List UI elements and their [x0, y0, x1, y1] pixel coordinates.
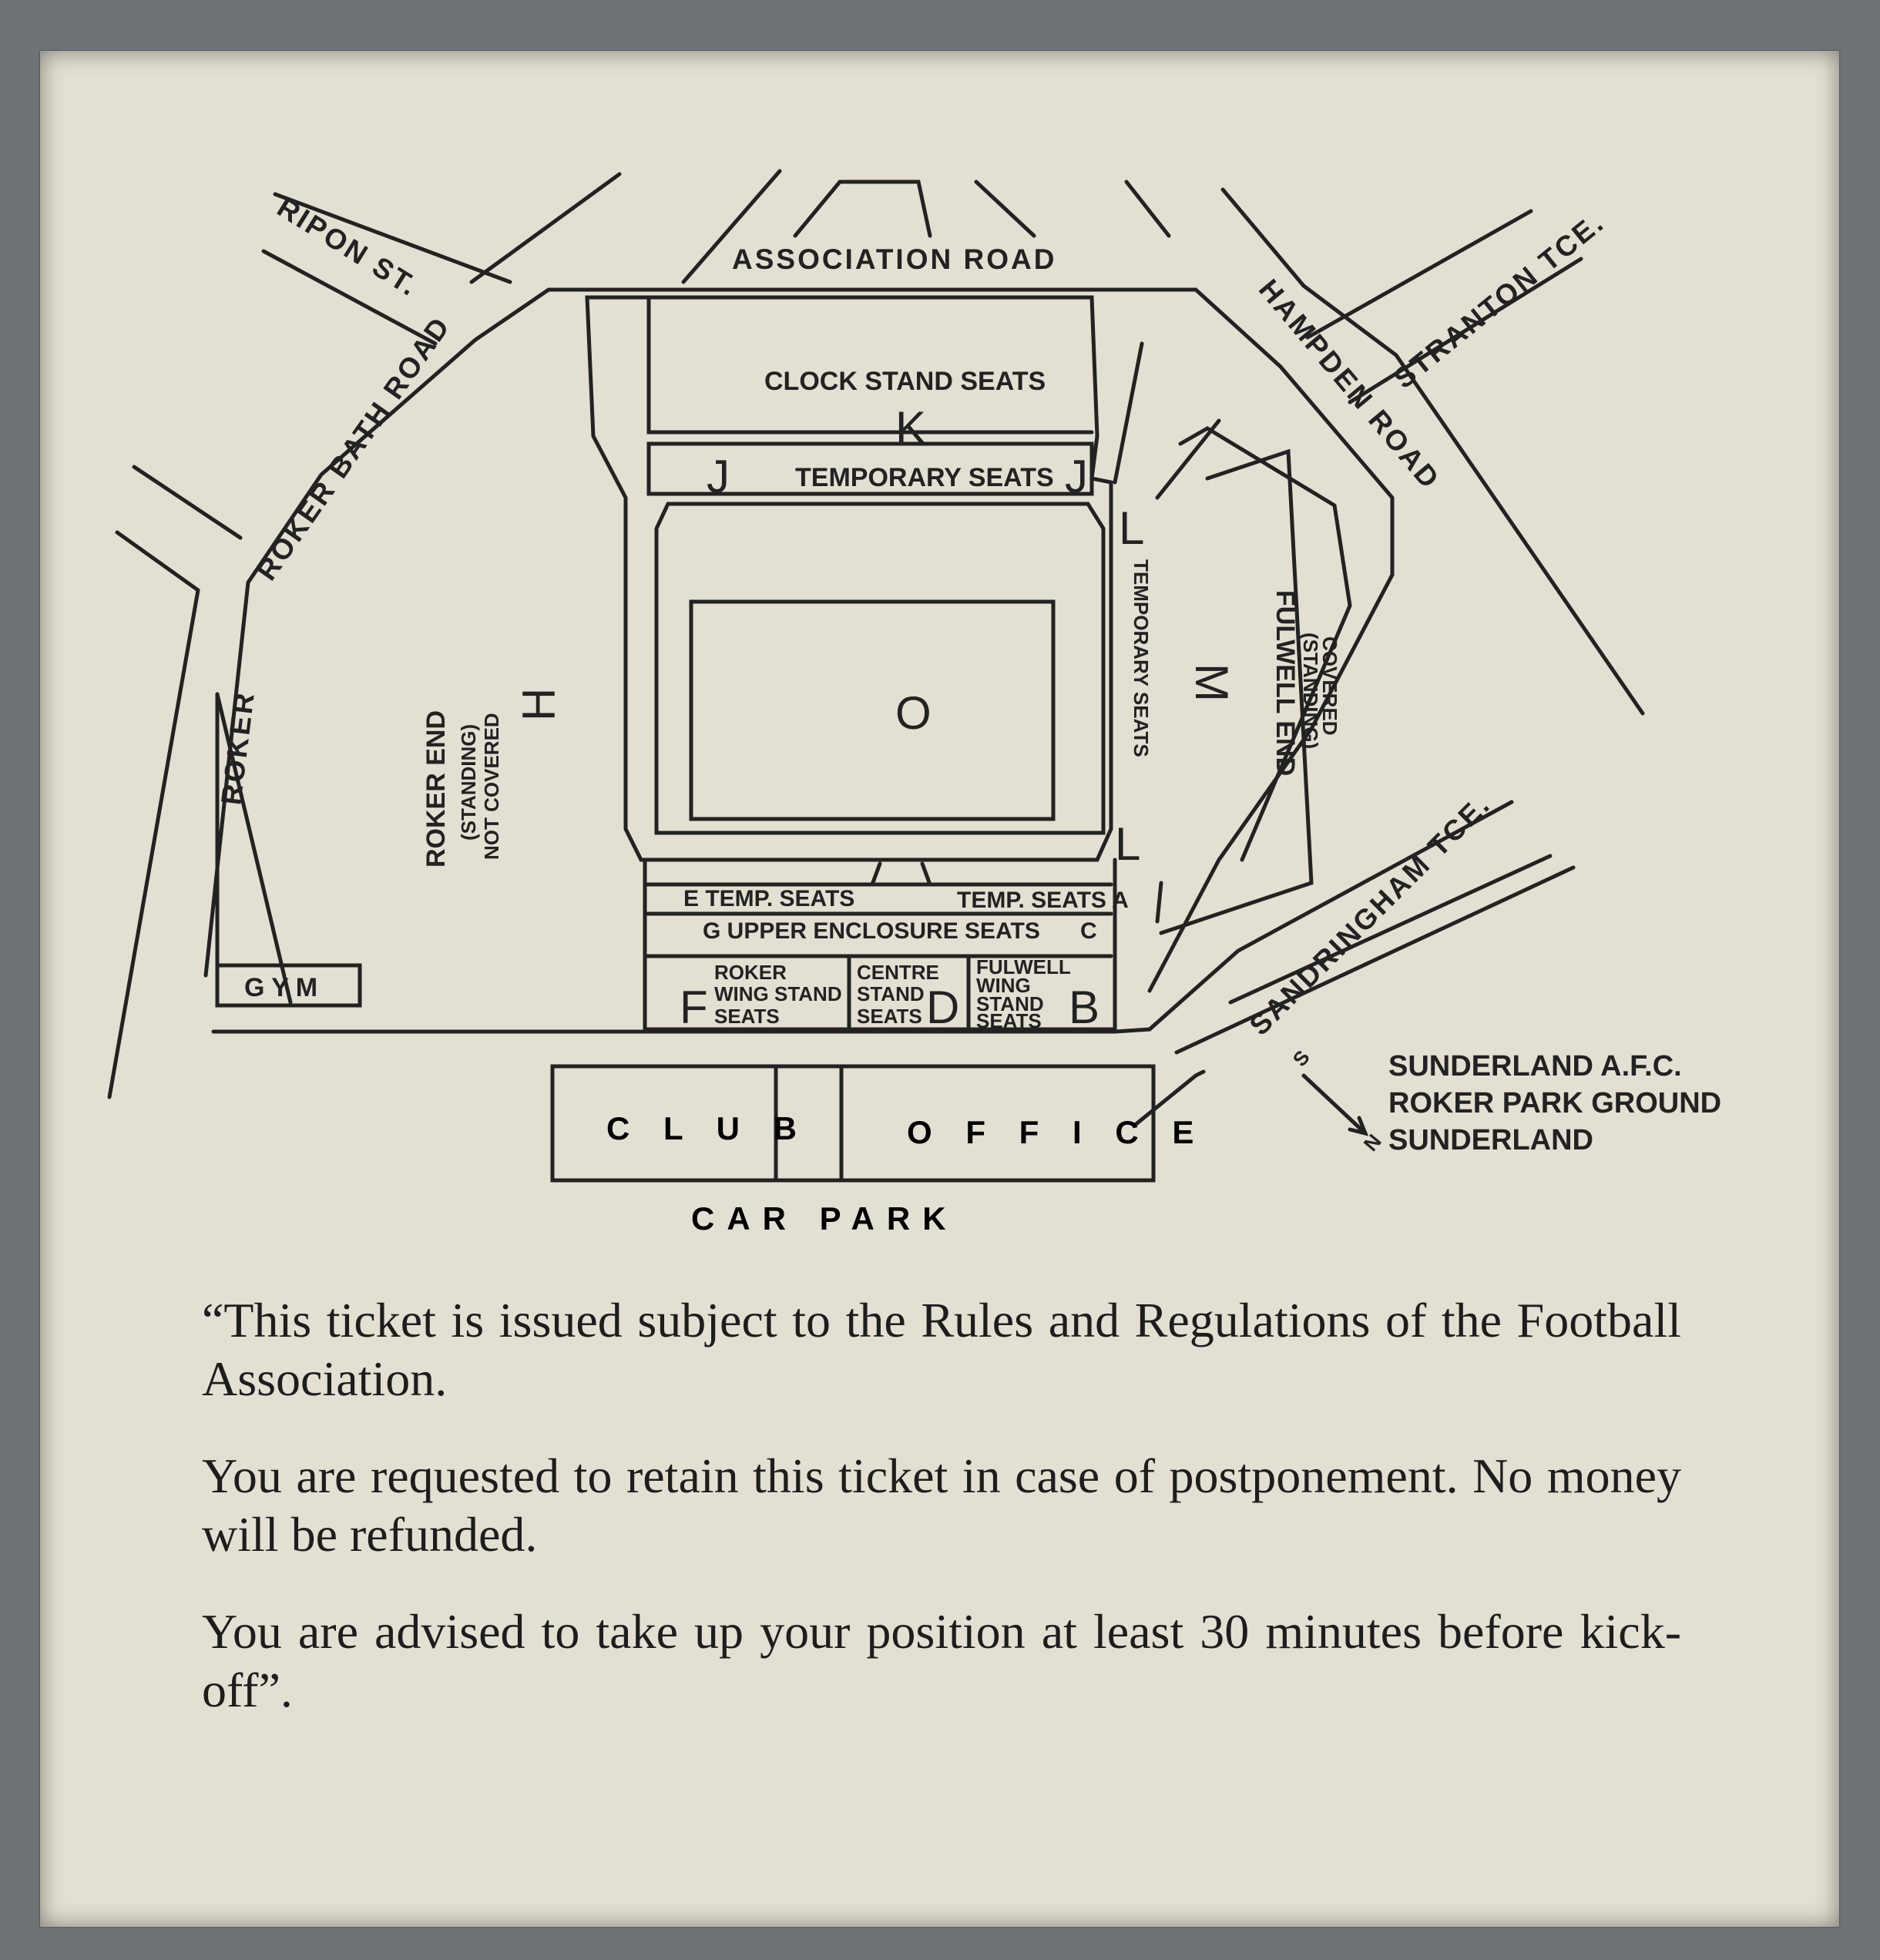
fulwell-wing-line2: WING	[976, 974, 1031, 997]
fulwell-cover-label: COVERED	[1318, 636, 1341, 736]
roker-wing-line2: WING STAND	[714, 982, 842, 1005]
road-line	[273, 192, 512, 284]
road-line	[546, 287, 1395, 993]
centre-stand-line3: SEATS	[857, 1005, 922, 1028]
road-line	[1124, 180, 1171, 238]
road-line	[681, 169, 782, 284]
compass-arrow	[1301, 1073, 1368, 1136]
road-line	[469, 172, 622, 284]
section-j-left: J	[707, 451, 730, 502]
section-l-bottom: L	[1115, 818, 1140, 870]
section-o: O	[895, 687, 932, 739]
sandringham-terrace-label: SANDRINGHAM TCE.	[1244, 788, 1497, 1042]
stadium-map: ASSOCIATION ROAD RIPON ST. ROKER BATH RO…	[107, 169, 1721, 1237]
association-road-label: ASSOCIATION ROAD	[732, 243, 1056, 275]
main-stand-box	[643, 858, 1117, 1032]
g-upper-enclosure-label: G UPPER ENCLOSURE SEATS	[703, 918, 1040, 944]
stranton-terrace-label: STRANTON TCE.	[1388, 206, 1610, 394]
section-j-right: J	[1065, 451, 1088, 502]
section-m: M	[1186, 663, 1237, 702]
road-line	[203, 580, 250, 978]
terms-paragraph-2: You are requested to retain this ticket …	[202, 1448, 1681, 1562]
ticket: ASSOCIATION ROAD RIPON ST. ROKER BATH RO…	[40, 51, 1839, 1927]
road-line	[1155, 418, 1221, 500]
section-h: H	[513, 688, 565, 721]
clock-stand-label: CLOCK STAND SEATS	[764, 367, 1046, 396]
road-line	[211, 800, 1514, 1034]
gym-label: G Y M	[244, 973, 317, 1002]
compass-arrowhead	[1348, 1116, 1369, 1136]
fulwell-end-label: FULWELL END	[1271, 590, 1300, 776]
road-line	[1155, 881, 1163, 924]
gym-box	[215, 963, 362, 1008]
centre-stand-line1: CENTRE	[857, 961, 939, 984]
temp-divider	[870, 861, 882, 887]
ticket-terms: “This ticket is issued subject to the Ru…	[202, 1291, 1681, 1758]
terrace-inner	[654, 502, 1106, 835]
fulwell-standing-label: (STANDING)	[1299, 633, 1322, 749]
roker-end-label: ROKER END	[421, 710, 451, 868]
car-park-label: CAR PARK	[691, 1200, 958, 1237]
club-label: C L U B	[606, 1110, 809, 1146]
roker-end-cover-label: NOT COVERED	[480, 713, 503, 860]
section-d: D	[926, 982, 959, 1033]
roker-end-standing-label: (STANDING)	[457, 724, 480, 841]
road-line	[793, 180, 932, 238]
road-line	[1301, 284, 1645, 716]
roker-wing-line1: ROKER	[714, 961, 787, 984]
temporary-j	[646, 441, 1094, 496]
road-line	[1113, 341, 1144, 485]
office-label: O F F I C E	[907, 1114, 1206, 1150]
pitch	[689, 599, 1056, 821]
centre-stand-line2: STAND	[857, 982, 925, 1005]
road-line	[246, 287, 551, 585]
stadium-outline	[585, 295, 1113, 862]
east-stand	[1159, 448, 1314, 935]
road-line	[974, 180, 1036, 238]
compass-s: S	[1288, 1045, 1314, 1071]
section-c: C	[1080, 918, 1097, 944]
road-line	[1228, 854, 1553, 1005]
road-line	[261, 249, 438, 346]
road-line	[1174, 865, 1576, 1055]
clock-stand	[646, 295, 1094, 435]
l-temporary-seats-label: TEMPORARY SEATS	[1130, 559, 1153, 757]
left-terrace-boundary	[215, 692, 293, 1005]
fulwell-curve	[1178, 426, 1352, 862]
section-b: B	[1069, 982, 1099, 1033]
road-line	[115, 530, 200, 592]
roker-wing-line3: SEATS	[714, 1005, 780, 1028]
ripon-street-label: RIPON ST.	[272, 191, 425, 303]
section-l-top: L	[1119, 502, 1144, 554]
ground-line3: SUNDERLAND	[1388, 1124, 1593, 1156]
e-temp-seats-label: E TEMP. SEATS	[683, 886, 854, 911]
road-line	[132, 465, 243, 540]
fulwell-wing-line4: SEATS	[976, 1009, 1042, 1032]
fulwell-wing-line1: FULWELL	[976, 955, 1071, 978]
road-line	[1220, 187, 1306, 288]
roker-bath-road-label: ROKER BATH ROAD	[250, 310, 457, 586]
section-k: K	[895, 402, 926, 454]
a-temp-seats-label: TEMP. SEATS A	[957, 888, 1129, 913]
temp-divider	[920, 861, 932, 887]
ground-line1: SUNDERLAND A.F.C.	[1388, 1050, 1682, 1082]
section-f: F	[680, 982, 708, 1033]
road-line	[1348, 257, 1583, 404]
terms-paragraph-1: “This ticket is issued subject to the Ru…	[202, 1293, 1681, 1406]
road-line	[107, 588, 200, 1099]
terms-paragraph-3: You are advised to take up your position…	[202, 1604, 1681, 1717]
fulwell-wing-line3: STAND	[976, 992, 1044, 1015]
club-office-box	[550, 1064, 1156, 1183]
ground-line2: ROKER PARK GROUND	[1388, 1087, 1721, 1119]
temporary-seats-label: TEMPORARY SEATS	[795, 463, 1054, 492]
